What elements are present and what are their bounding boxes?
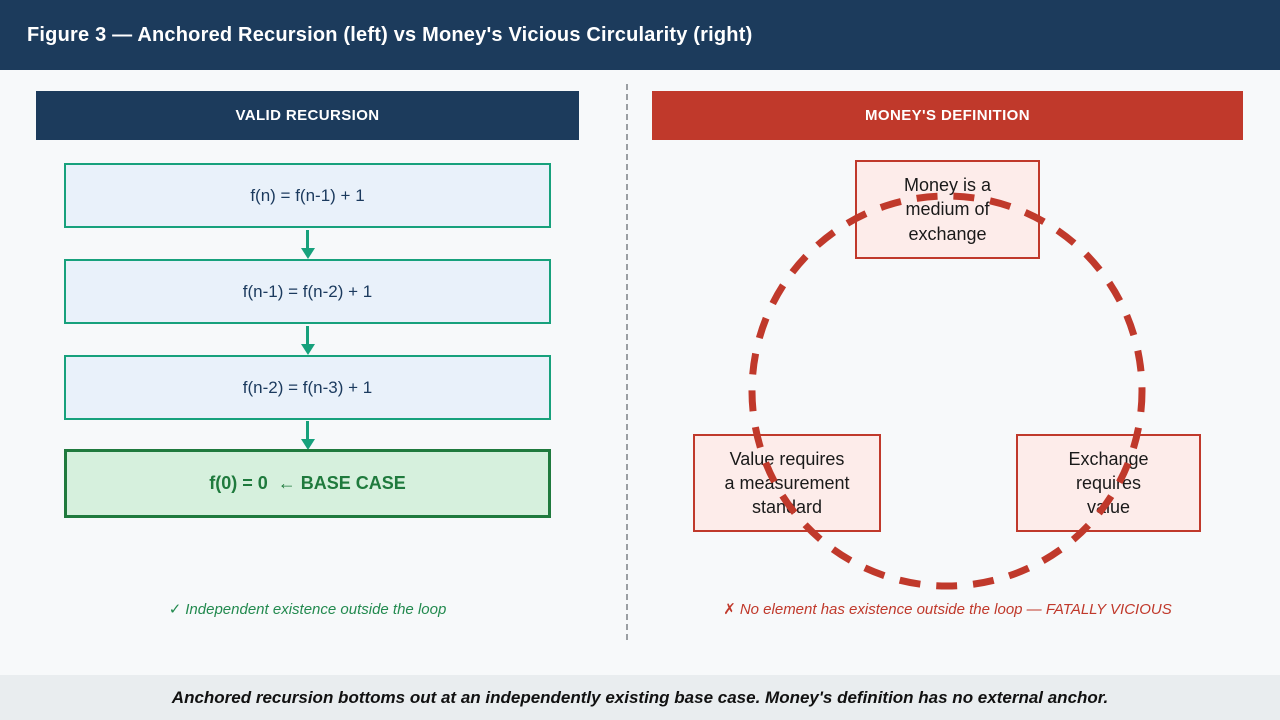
- base-case-box: f(0) = 0 ← BASE CASE: [64, 449, 551, 518]
- left-caption: ✓ Independent existence outside the loop: [36, 600, 579, 618]
- node-right-label: Exchange requires value: [1068, 448, 1149, 518]
- cross-icon: ✗: [723, 601, 736, 618]
- right-panel-header: MONEY'S DEFINITION: [652, 91, 1243, 140]
- left-caption-text: Independent existence outside the loop: [185, 601, 447, 618]
- recursion-step-3: f(n-2) = f(n-3) + 1: [64, 355, 551, 420]
- node-medium-of-exchange: Money is a medium of exchange: [855, 160, 1040, 259]
- right-caption-text: No element has existence outside the loo…: [739, 601, 1172, 618]
- figure-title: Figure 3 — Anchored Recursion (left) vs …: [27, 23, 753, 46]
- recursion-step-1-label: f(n) = f(n-1) + 1: [250, 185, 365, 205]
- recursion-step-2-label: f(n-1) = f(n-2) + 1: [242, 281, 373, 301]
- bottom-note: Anchored recursion bottoms out at an ind…: [171, 687, 1109, 707]
- recursion-step-3-label: f(n-2) = f(n-3) + 1: [242, 377, 373, 397]
- node-left-label: Value requires a measurement standard: [724, 448, 850, 518]
- node-exchange-requires-value: Exchange requires value: [1016, 434, 1201, 532]
- bottom-note-bar: Anchored recursion bottoms out at an ind…: [0, 675, 1280, 720]
- figure-title-bar: Figure 3 — Anchored Recursion (left) vs …: [0, 0, 1280, 70]
- down-arrow-icon: [301, 326, 315, 355]
- down-arrow-icon: [301, 421, 315, 450]
- recursion-step-2: f(n-1) = f(n-2) + 1: [64, 259, 551, 324]
- down-arrow-icon: [301, 230, 315, 259]
- left-panel-header-label: VALID RECURSION: [235, 107, 380, 124]
- right-caption: ✗ No element has existence outside the l…: [652, 600, 1243, 618]
- check-icon: ✓: [168, 601, 182, 618]
- node-top-label: Money is a medium of exchange: [903, 175, 992, 244]
- panel-divider: [626, 84, 628, 640]
- right-panel-header-label: MONEY'S DEFINITION: [865, 107, 1030, 124]
- left-panel-header: VALID RECURSION: [36, 91, 579, 140]
- recursion-step-1: f(n) = f(n-1) + 1: [64, 163, 551, 228]
- base-case-label: f(0) = 0 ← BASE CASE: [209, 473, 406, 493]
- node-value-requires-standard: Value requires a measurement standard: [693, 434, 881, 532]
